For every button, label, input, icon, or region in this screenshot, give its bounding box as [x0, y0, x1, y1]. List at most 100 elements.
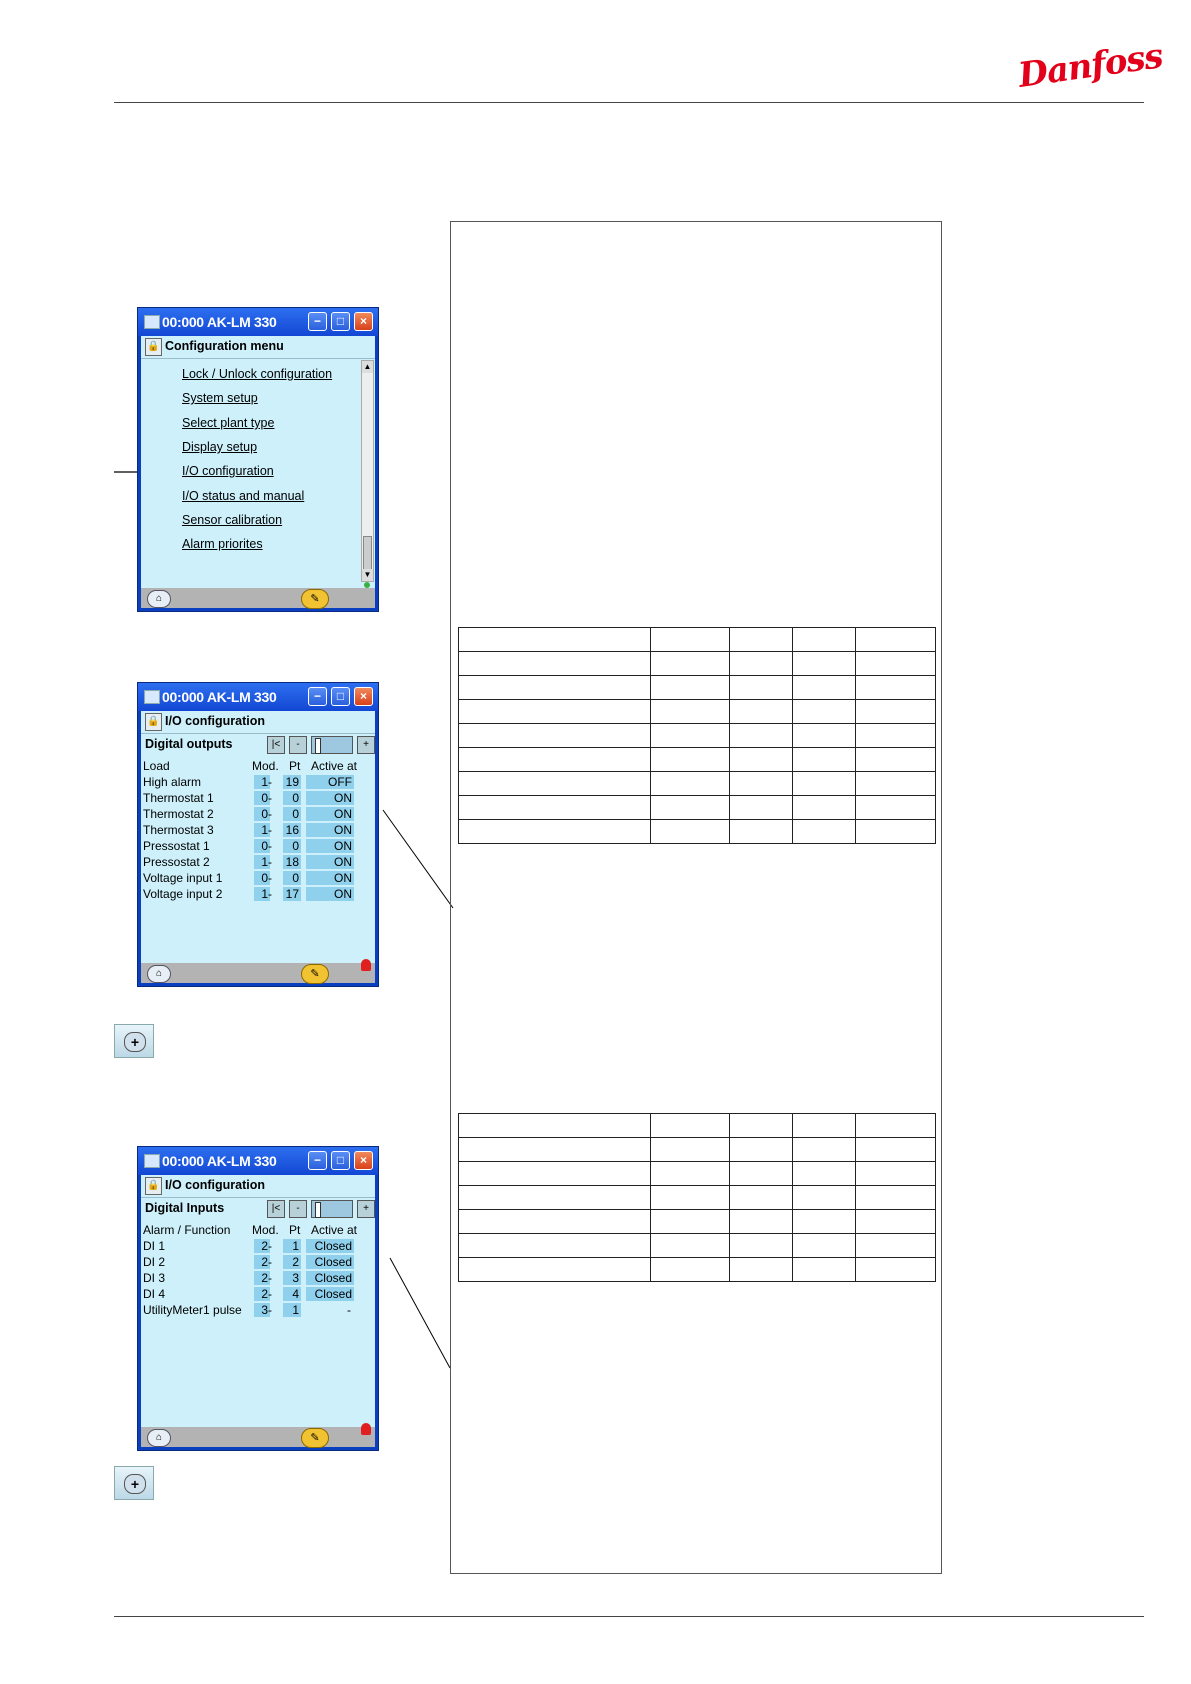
pt-field[interactable]: 0 — [283, 839, 301, 853]
section-title: Digital Inputs — [145, 1201, 225, 1215]
menu-item-io-configuration[interactable]: I/O configuration — [182, 464, 274, 478]
active-field[interactable]: ON — [306, 839, 354, 853]
pt-field[interactable]: 1 — [283, 1303, 301, 1317]
plus-icon: + — [124, 1032, 146, 1052]
next-page-icon[interactable]: + — [357, 736, 375, 754]
pt-field[interactable]: 4 — [283, 1287, 301, 1301]
scroll-down-icon[interactable]: ▼ — [362, 569, 373, 581]
mod-field[interactable]: 1 — [254, 887, 270, 901]
scroll-thumb[interactable] — [363, 536, 372, 573]
mod-field[interactable]: 2 — [254, 1271, 270, 1285]
separator: - — [268, 1239, 272, 1253]
active-field[interactable]: Closed — [306, 1271, 354, 1285]
minimize-icon[interactable]: − — [308, 687, 327, 706]
pt-field[interactable]: 2 — [283, 1255, 301, 1269]
active-field[interactable]: OFF — [306, 775, 354, 789]
prev-page-icon[interactable]: - — [289, 1200, 307, 1218]
active-field[interactable]: ON — [306, 871, 354, 885]
mod-field[interactable]: 2 — [254, 1239, 270, 1253]
active-field[interactable]: ON — [306, 807, 354, 821]
lock-icon[interactable]: 🔒 — [145, 713, 162, 731]
menu-item-io-status[interactable]: I/O status and manual — [182, 489, 305, 503]
pt-field[interactable]: 19 — [283, 775, 301, 789]
title-bar[interactable]: 00:000 AK-LM 330 − □ × — [138, 683, 378, 711]
active-field[interactable]: ON — [306, 823, 354, 837]
active-value: - — [347, 1303, 351, 1317]
table-row: Thermostat 1 0 - 0 ON — [141, 790, 375, 806]
mod-field[interactable]: 1 — [254, 855, 270, 869]
row-name: Pressostat 2 — [143, 855, 210, 869]
page-slider[interactable] — [311, 736, 353, 754]
prev-page-icon[interactable]: - — [289, 736, 307, 754]
blank-table-2 — [458, 1113, 936, 1282]
pt-field[interactable]: 0 — [283, 871, 301, 885]
close-icon[interactable]: × — [354, 687, 373, 706]
active-field[interactable]: Closed — [306, 1287, 354, 1301]
menu-item-system-setup[interactable]: System setup — [182, 391, 258, 405]
close-icon[interactable]: × — [354, 312, 373, 331]
app-icon — [144, 690, 160, 704]
active-field[interactable]: ON — [306, 887, 354, 901]
menu-item-display-setup[interactable]: Display setup — [182, 440, 258, 454]
maximize-icon[interactable]: □ — [331, 1151, 350, 1170]
pt-field[interactable]: 0 — [283, 807, 301, 821]
scrollbar[interactable]: ▲ ▼ — [361, 360, 374, 582]
title-bar[interactable]: 00:000 AK-LM 330 − □ × — [138, 308, 378, 336]
wrench-icon[interactable]: ✎ — [301, 1428, 329, 1448]
scroll-up-icon[interactable]: ▲ — [362, 361, 373, 373]
window-title: 00:000 AK-LM 330 — [162, 689, 277, 705]
mod-field[interactable]: 0 — [254, 807, 270, 821]
pt-field[interactable]: 17 — [283, 887, 301, 901]
home-icon[interactable]: ⌂ — [147, 1429, 171, 1447]
mod-field[interactable]: 2 — [254, 1255, 270, 1269]
menu-item-lock-unlock[interactable]: Lock / Unlock configuration — [182, 367, 333, 381]
active-field[interactable]: Closed — [306, 1255, 354, 1269]
page-slider[interactable] — [311, 1200, 353, 1218]
pt-field[interactable]: 3 — [283, 1271, 301, 1285]
maximize-icon[interactable]: □ — [331, 312, 350, 331]
mod-field[interactable]: 0 — [254, 839, 270, 853]
menu-item-alarm-priorities[interactable]: Alarm priorites — [182, 537, 263, 551]
table-row: DI 2 2 - 2 Closed — [141, 1254, 375, 1270]
mod-field[interactable]: 1 — [254, 823, 270, 837]
status-led-icon — [364, 582, 370, 588]
separator: - — [268, 791, 272, 805]
home-icon[interactable]: ⌂ — [147, 965, 171, 983]
mod-field[interactable]: 1 — [254, 775, 270, 789]
mod-field[interactable]: 0 — [254, 791, 270, 805]
active-field[interactable]: ON — [306, 855, 354, 869]
minimize-icon[interactable]: − — [308, 312, 327, 331]
pt-field[interactable]: 1 — [283, 1239, 301, 1253]
table-row: Pressostat 1 0 - 0 ON — [141, 838, 375, 854]
next-page-button-2[interactable]: + — [114, 1466, 154, 1500]
wrench-icon[interactable]: ✎ — [301, 589, 329, 609]
mod-field[interactable]: 2 — [254, 1287, 270, 1301]
close-icon[interactable]: × — [354, 1151, 373, 1170]
first-page-icon[interactable]: |< — [267, 1200, 285, 1218]
pt-field[interactable]: 0 — [283, 791, 301, 805]
active-field[interactable]: Closed — [306, 1239, 354, 1253]
home-icon[interactable]: ⌂ — [147, 590, 171, 608]
minimize-icon[interactable]: − — [308, 1151, 327, 1170]
alarm-bell-icon[interactable] — [361, 1423, 371, 1435]
app-icon — [144, 315, 160, 329]
row-name: Voltage input 1 — [143, 871, 223, 885]
active-field[interactable]: ON — [306, 791, 354, 805]
first-page-icon[interactable]: |< — [267, 736, 285, 754]
title-bar[interactable]: 00:000 AK-LM 330 − □ × — [138, 1147, 378, 1175]
mod-field[interactable]: 3 — [254, 1303, 270, 1317]
maximize-icon[interactable]: □ — [331, 687, 350, 706]
next-page-button-1[interactable]: + — [114, 1024, 154, 1058]
pt-field[interactable]: 16 — [283, 823, 301, 837]
lock-icon[interactable]: 🔒 — [145, 338, 162, 356]
menu-item-select-plant-type[interactable]: Select plant type — [182, 416, 275, 430]
window-client: 🔒 Configuration menu Lock / Unlock confi… — [141, 336, 375, 609]
alarm-bell-icon[interactable] — [361, 959, 371, 971]
blank-table-1 — [458, 627, 936, 844]
mod-field[interactable]: 0 — [254, 871, 270, 885]
next-page-icon[interactable]: + — [357, 1200, 375, 1218]
wrench-icon[interactable]: ✎ — [301, 964, 329, 984]
menu-item-sensor-calibration[interactable]: Sensor calibration — [182, 513, 283, 527]
lock-icon[interactable]: 🔒 — [145, 1177, 162, 1195]
pt-field[interactable]: 18 — [283, 855, 301, 869]
